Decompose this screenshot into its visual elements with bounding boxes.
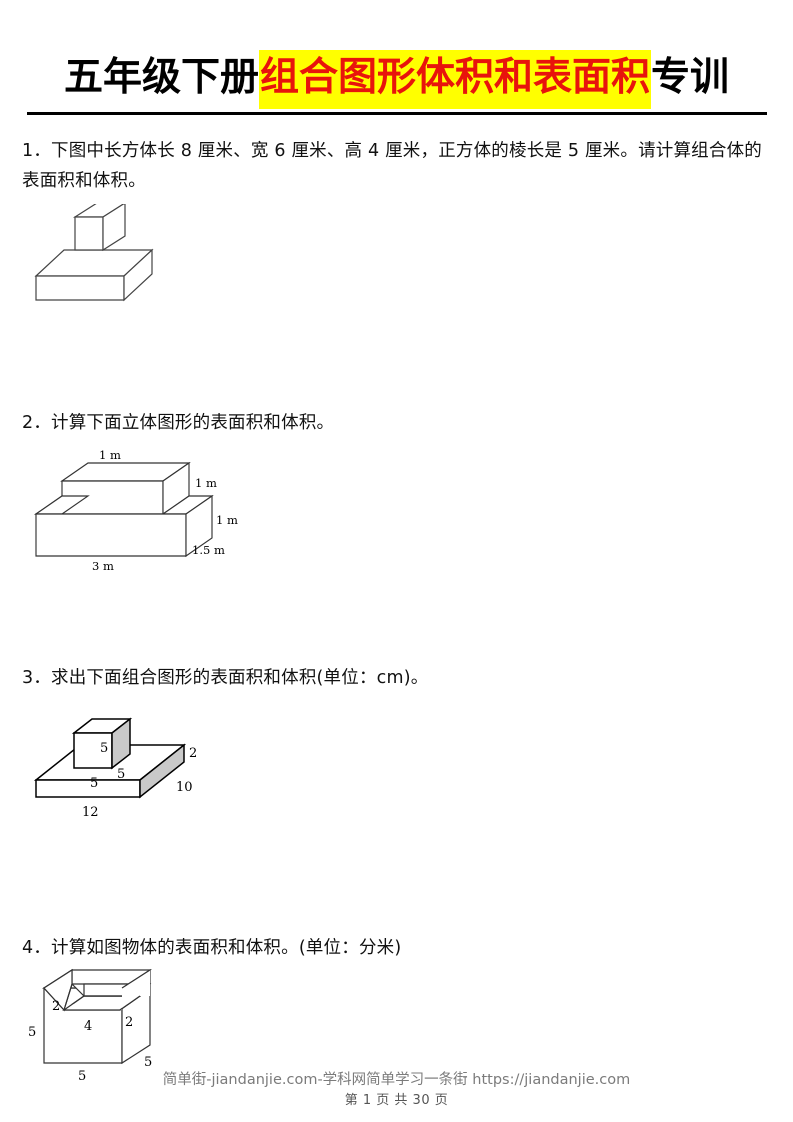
cuboid-with-cube-on-top-diagram [34,204,154,302]
footer-site-watermark: 简单街-jiandanjie.com-学科网简单学习一条街 https://ji… [162,1072,631,1088]
label-notch-right-height: 2 [125,1015,133,1030]
question-1-figure [28,204,208,324]
top-right-edge-1 [121,969,151,989]
page-title: 五年级下册组合图形体积和表面积专训 [0,50,793,109]
slab-right-face [123,248,153,302]
notch-front-left-edge [63,995,85,1011]
label-slab-height: 2 [189,746,197,761]
left-ledge-edge [63,983,73,1011]
label-notch-left-height: 2 [52,999,60,1014]
label-cube-face: 5 [100,741,108,756]
label-slab-depth: 10 [176,780,193,795]
footer-page-number: 第 1 页 共 30 页 [344,1093,449,1108]
label-left-height: 5 [28,1025,36,1040]
label-lower-right: 1 m [216,513,238,527]
title-suffix: 专训 [651,55,730,100]
label-upper-right: 1 m [195,476,217,490]
question-4-figure: 2 2 4 5 5 5 [22,958,202,1083]
label-slab-width: 12 [82,805,99,820]
lower-step-front-face [35,513,187,557]
figure-4-labels: 2 2 4 5 5 5 [28,999,152,1083]
lower-step-right-face [185,494,213,558]
label-notch-width: 4 [84,1019,92,1034]
title-line: 五年级下册组合图形体积和表面积专训 [63,50,730,109]
question-2-text: 2．计算下面立体图形的表面积和体积。 [22,413,335,433]
question-3-text: 3．求出下面组合图形的表面积和体积(单位：cm)。 [22,668,429,688]
cube-on-slab-diagram: 5 5 5 2 10 12 [33,717,197,820]
cube-with-notch-diagram: 2 2 4 5 5 5 [28,968,152,1083]
slab-right-face-shaded [139,743,185,799]
label-bottom: 3 m [92,559,114,573]
figure-3-labels: 5 5 5 2 10 12 [82,741,197,820]
top-right-edge-2 [119,995,141,1011]
question-2-figure: 1 m 1 m 1 m 1.5 m 3 m [14,444,239,579]
label-bottom-width: 5 [78,1069,86,1083]
label-cube-front: 5 [90,776,98,791]
question-4-text: 4．计算如图物体的表面积和体积。(单位：分米) [22,938,402,958]
cube-front-face [74,216,104,251]
cube-right-face [102,204,126,252]
question-1-text: 1．下图中长方体长 8 厘米、宽 6 厘米、高 4 厘米，正方体的棱长是 5 厘… [22,141,762,191]
label-top: 1 m [99,448,121,462]
two-step-solid-diagram: 1 m 1 m 1 m 1.5 m 3 m [34,448,238,573]
top-right-fill [120,970,150,1010]
figure-2-labels: 1 m 1 m 1 m 1.5 m 3 m [92,448,238,573]
cube-right-face-shaded [111,717,131,770]
label-cube-side: 5 [117,767,125,782]
label-depth: 5 [144,1055,152,1070]
slab-front-face [35,275,125,301]
title-underline-rule [27,112,767,115]
label-depth: 1.5 m [192,543,225,557]
title-prefix: 五年级下册 [63,55,259,100]
notch-front-ledge [64,1004,120,1010]
slab-front-face [35,779,141,798]
question-3-figure: 5 5 5 2 10 12 [24,706,249,826]
title-highlight: 组合图形体积和表面积 [258,50,651,109]
